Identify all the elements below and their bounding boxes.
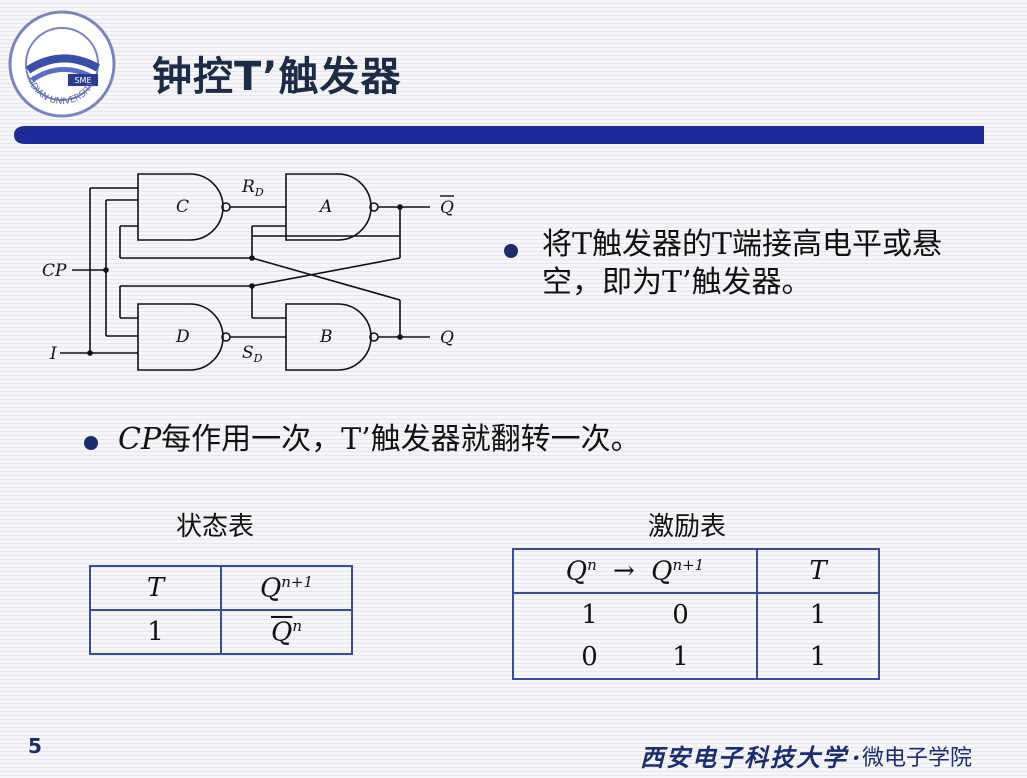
point-2-text: CP每作用一次，T’触发器就翻转一次。: [118, 420, 641, 460]
university-logo: SME XIDIAN UNIVERSITY: [6, 8, 118, 120]
excite-header-transition: Qn → Qn+1: [512, 548, 758, 594]
bullet-2: [84, 436, 98, 450]
footer-school-name: 西安电子科技大学·: [640, 743, 863, 772]
sd-label: SD: [242, 343, 263, 365]
rd-label: RD: [241, 177, 264, 199]
state-table: T Qn+1 1 Qn: [89, 565, 353, 655]
gate-label-a: A: [318, 197, 332, 217]
q-bar-output-label: Q: [440, 198, 454, 218]
gate-label-c: C: [176, 197, 189, 217]
gate-label-b: B: [319, 327, 333, 347]
excite-row-1-t: 1: [756, 593, 880, 636]
i-label: I: [49, 344, 57, 364]
page-number: 5: [28, 734, 42, 758]
state-cell-q: Qn: [220, 609, 353, 655]
state-header-t: T: [89, 565, 222, 611]
point-1-text: 将T触发器的T端接高电平或悬空，即为T’触发器。: [542, 227, 943, 300]
point-2-cp: CP: [118, 422, 162, 457]
title-bar: [14, 126, 984, 144]
t-prime-flipflop-circuit: C A D B CP I RD SD Q Q: [42, 173, 454, 371]
cp-label: CP: [42, 261, 67, 281]
gate-label-d: D: [175, 327, 190, 347]
excite-row-2-t: 1: [756, 636, 880, 680]
excite-header-t: T: [756, 548, 880, 594]
footer-department: 微电子学院: [862, 746, 973, 771]
state-cell-t: 1: [89, 609, 222, 655]
logo-badge: SME: [74, 76, 91, 85]
excitation-table-caption: 激励表: [648, 512, 727, 542]
page-title: 钟控T’触发器: [152, 54, 402, 100]
q-output-label: Q: [440, 328, 454, 348]
bullet-1: [504, 244, 518, 258]
state-table-caption: 状态表: [176, 512, 255, 542]
state-header-q: Qn+1: [220, 565, 353, 611]
point-2-rest: 每作用一次，T’触发器就翻转一次。: [161, 422, 641, 457]
